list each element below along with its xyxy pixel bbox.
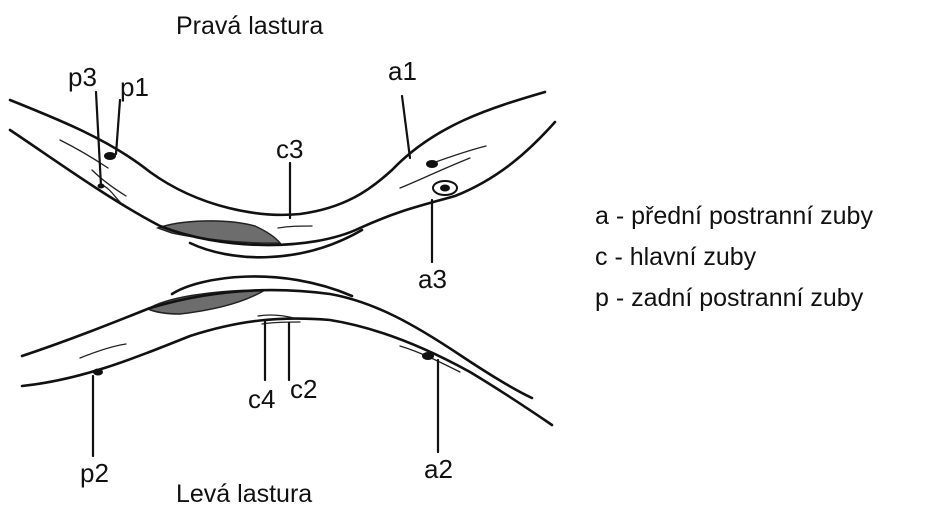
- left-valve: [22, 276, 552, 425]
- legend-item-p: p - zadní postranní zuby: [595, 278, 925, 319]
- left-valve-texture: [80, 315, 460, 372]
- tooth-a2: [422, 352, 434, 360]
- label-a3: a3: [418, 264, 447, 294]
- label-a1: a1: [388, 56, 417, 86]
- tooth-a3: [440, 185, 450, 192]
- label-a2: a2: [424, 454, 453, 484]
- left-valve-ligament: [148, 290, 265, 314]
- legend-item-a: a - přední postranní zuby: [595, 196, 925, 237]
- leader-a1: [402, 96, 410, 158]
- title-right-valve: Pravá lastura: [176, 12, 323, 40]
- legend: a - přední postranní zuby c - hlavní zub…: [595, 196, 925, 319]
- left-valve-inner-edge: [22, 290, 532, 398]
- leader-p1: [116, 100, 120, 154]
- tooth-a1: [426, 160, 438, 168]
- right-valve: [10, 92, 555, 257]
- label-p2: p2: [80, 458, 109, 488]
- legend-item-c: c - hlavní zuby: [595, 237, 925, 278]
- label-p1: p1: [120, 72, 149, 102]
- label-p3: p3: [68, 62, 97, 92]
- label-c2: c2: [290, 374, 317, 404]
- title-left-valve: Levá lastura: [176, 480, 312, 507]
- tooth-p1: [104, 152, 116, 160]
- tooth-p2: [93, 369, 103, 376]
- label-c3: c3: [276, 134, 303, 164]
- label-c4: c4: [248, 384, 275, 414]
